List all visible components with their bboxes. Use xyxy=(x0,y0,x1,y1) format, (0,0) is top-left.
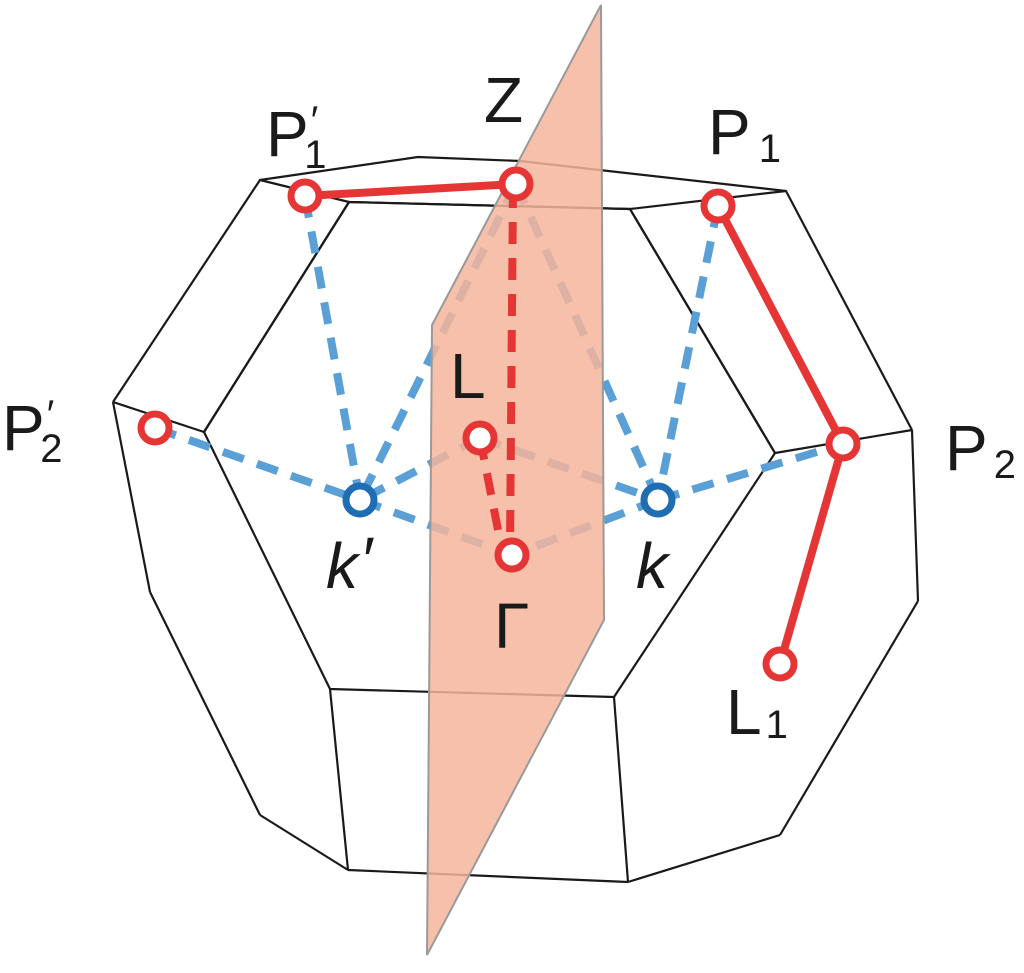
point-Gamma xyxy=(494,537,530,573)
edge xyxy=(910,429,920,602)
edge xyxy=(149,591,261,816)
point-P2p xyxy=(137,410,173,446)
label-L: L xyxy=(450,340,486,412)
point-Z xyxy=(498,166,534,202)
point-P1 xyxy=(700,188,736,224)
edge xyxy=(785,190,913,431)
blue-points xyxy=(342,482,676,518)
path-P2-L1 xyxy=(776,442,847,666)
label-Z: Z xyxy=(484,64,523,136)
edge xyxy=(612,696,630,883)
edge xyxy=(259,814,349,871)
edge xyxy=(347,868,629,884)
point-P1p xyxy=(287,178,323,214)
dash-path xyxy=(301,195,364,501)
path-P1p-Z xyxy=(304,180,517,200)
point-k xyxy=(640,482,676,518)
path-Z-Gamma xyxy=(506,185,517,551)
edge xyxy=(112,179,261,403)
dash-path xyxy=(358,434,482,504)
path-P1-P2 xyxy=(714,204,847,446)
label-P1p: P′1 xyxy=(266,98,326,177)
edge xyxy=(779,600,919,836)
edge xyxy=(111,401,152,593)
label-kp: k′ xyxy=(326,524,374,602)
zone-edges xyxy=(111,155,920,884)
mirror-plane xyxy=(426,4,606,956)
point-P2 xyxy=(825,426,861,462)
label-P2p: P′2 xyxy=(2,392,62,471)
edge xyxy=(328,688,350,871)
red-points xyxy=(137,166,861,682)
point-kp xyxy=(342,482,378,518)
label-k: k xyxy=(636,530,671,602)
dash-path xyxy=(153,424,362,504)
point-L xyxy=(462,420,498,456)
dash-path xyxy=(656,440,845,504)
edge xyxy=(627,833,781,884)
point-L1 xyxy=(762,646,798,682)
dash-path xyxy=(654,205,722,501)
dash-path xyxy=(478,434,660,504)
dash-path xyxy=(356,182,520,502)
label-Gamma: Γ xyxy=(494,590,529,662)
